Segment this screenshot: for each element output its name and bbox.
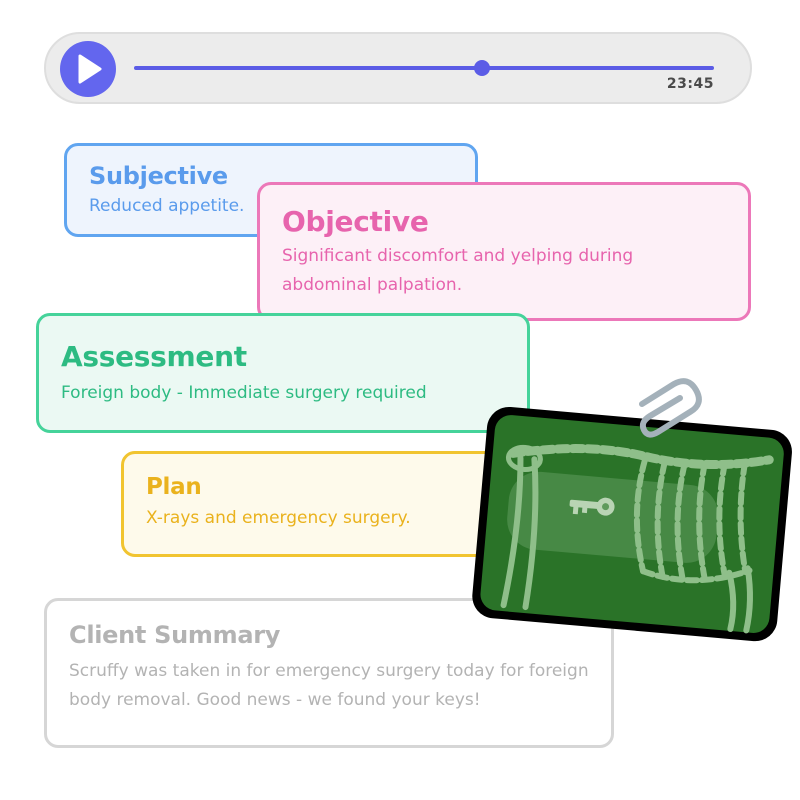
objective-card[interactable]: Objective Significant discomfort and yel… [257, 182, 751, 321]
objective-text: Significant discomfort and yelping durin… [282, 246, 634, 295]
client-summary-card[interactable]: Client Summary Scruffy was taken in for … [44, 598, 614, 748]
subjective-text: Reduced appetite. [89, 196, 245, 216]
assessment-card[interactable]: Assessment Foreign body - Immediate surg… [36, 313, 530, 433]
progress-knob[interactable] [474, 60, 490, 76]
objective-title: Objective [282, 205, 429, 238]
client-summary-title: Client Summary [69, 621, 281, 649]
subjective-title: Subjective [89, 162, 228, 190]
plan-title: Plan [146, 474, 202, 500]
plan-text: X-rays and emergency surgery. [146, 508, 411, 528]
audio-player: 23:45 [44, 32, 752, 104]
play-icon [78, 54, 102, 84]
plan-card[interactable]: Plan X-rays and emergency surgery. [121, 451, 521, 557]
progress-track[interactable] [134, 60, 714, 76]
time-label: 23:45 [666, 76, 714, 92]
play-button[interactable] [60, 41, 116, 97]
xray-image [472, 378, 792, 642]
paperclip-icon [639, 378, 702, 438]
xray-attachment[interactable] [464, 364, 800, 664]
assessment-text: Foreign body - Immediate surgery require… [61, 383, 427, 403]
assessment-title: Assessment [61, 340, 247, 373]
key-icon [569, 497, 615, 516]
client-summary-text: Scruffy was taken in for emergency surge… [69, 661, 589, 710]
